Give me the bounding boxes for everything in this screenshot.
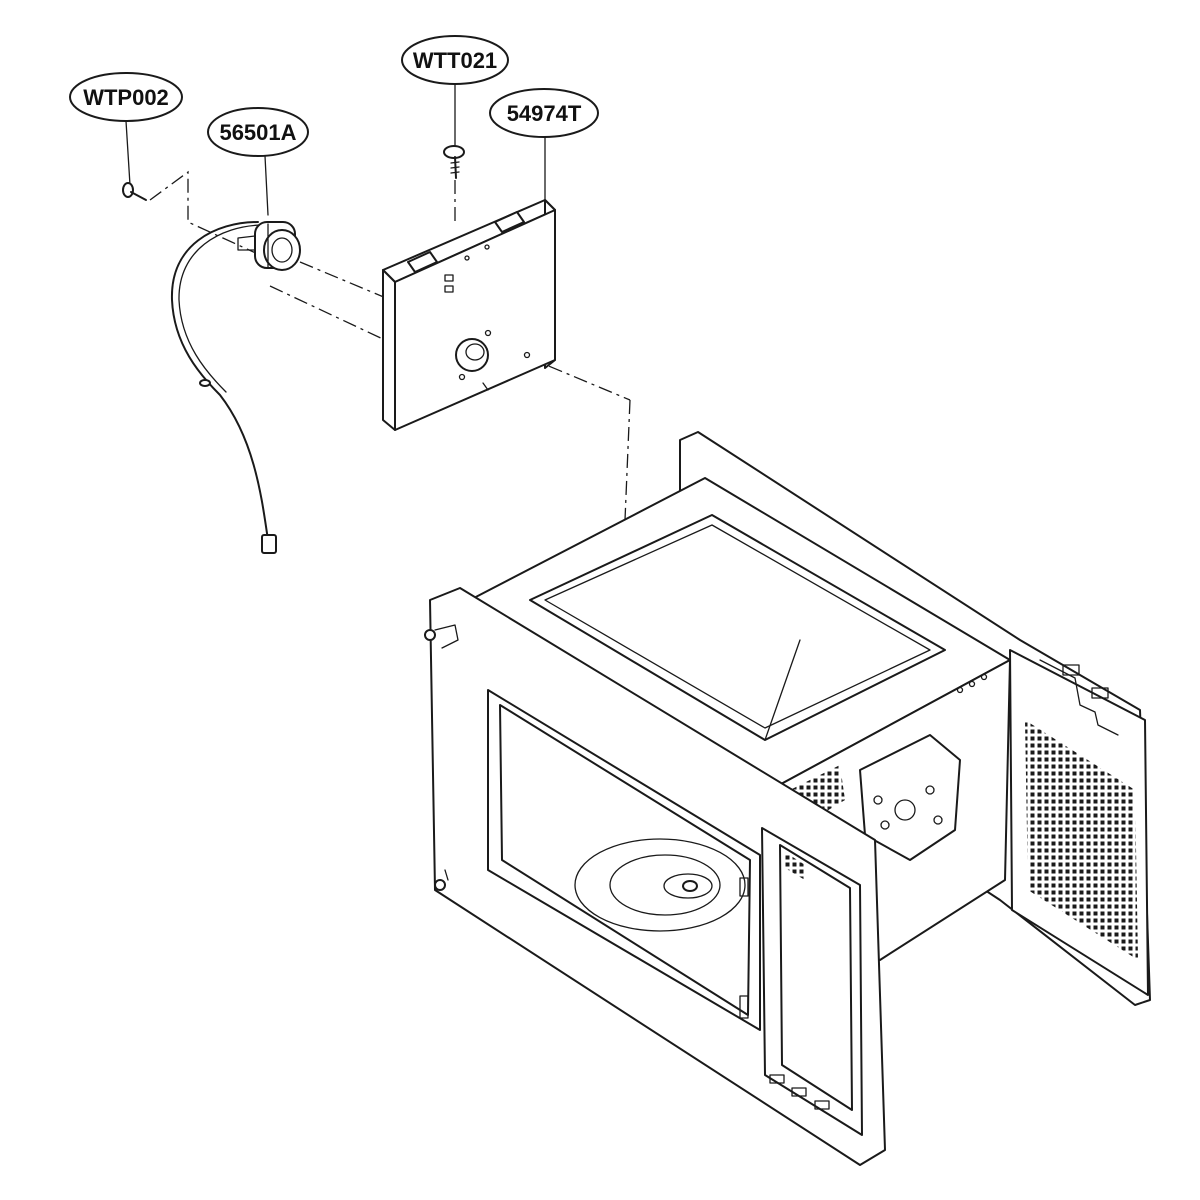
callout-54974t-label: 54974T	[507, 101, 582, 126]
callout-wtt021-label: WTT021	[413, 48, 497, 73]
sensor-assembly	[170, 221, 301, 554]
callout-wtp002: WTP002	[69, 72, 183, 186]
callout-56501a: 56501A	[207, 107, 309, 216]
oven-cavity-assembly	[424, 431, 1151, 1166]
bracket-plate	[382, 199, 556, 431]
screw-wtt021	[443, 145, 465, 179]
callout-56501a-label: 56501A	[219, 120, 296, 145]
screw-wtp002	[122, 182, 147, 201]
callout-wtp002-label: WTP002	[83, 85, 169, 110]
callout-54974t: 54974T	[489, 88, 599, 201]
callout-wtt021: WTT021	[401, 35, 509, 146]
connector-plug-icon	[261, 534, 277, 554]
